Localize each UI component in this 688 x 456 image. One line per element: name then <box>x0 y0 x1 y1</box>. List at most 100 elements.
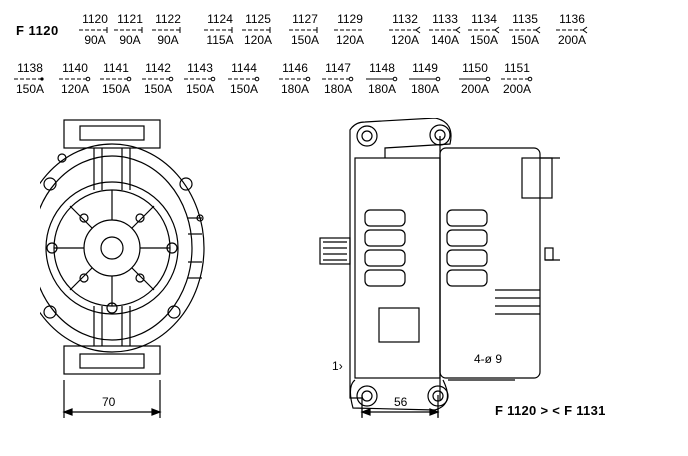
amperage: 150A <box>469 33 499 47</box>
side-view-drawing <box>319 118 560 418</box>
solid-circle-marker-icon <box>362 75 402 83</box>
terminal-stud <box>544 247 554 261</box>
mount-spacing-dimension: 56 <box>394 395 408 409</box>
part-number: 1133 <box>432 12 458 26</box>
variant-entry: 1148 180A <box>362 62 402 96</box>
amperage: 120A <box>243 33 273 47</box>
amperage: 150A <box>229 82 259 96</box>
amperage: 200A <box>460 82 490 96</box>
dash-circle-marker-icon <box>318 75 358 83</box>
callout-number: 1› <box>332 359 343 373</box>
dash-chevron-marker-icon <box>385 26 425 34</box>
dash-circle-marker-icon <box>180 75 220 83</box>
part-number: 1144 <box>231 61 257 75</box>
solid-circle-marker-icon <box>455 75 495 83</box>
amperage: 120A <box>390 33 420 47</box>
variant-entry: 1129 120A <box>330 13 370 47</box>
dash-tick-marker-icon <box>75 26 115 34</box>
amperage: 150A <box>510 33 540 47</box>
amperage: 90A <box>119 33 141 47</box>
part-number: 1122 <box>155 12 181 26</box>
front-housing <box>354 157 441 379</box>
rear-housing <box>439 147 541 379</box>
amperage: 90A <box>84 33 106 47</box>
callout-text: 1 <box>332 359 339 373</box>
dash-circle-marker-icon <box>96 75 136 83</box>
part-number: 1141 <box>103 61 129 75</box>
amperage: 180A <box>410 82 440 96</box>
hub <box>83 219 141 277</box>
part-number: 1142 <box>145 61 171 75</box>
dash-dot-marker-icon <box>10 75 50 83</box>
variant-entry: 1146 180A <box>275 62 315 96</box>
amperage: 150A <box>143 82 173 96</box>
part-number: 1124 <box>207 12 233 26</box>
outer-housing <box>40 143 205 353</box>
top-ear-left <box>356 125 378 147</box>
part-number: 1150 <box>462 61 488 75</box>
part-number: 1146 <box>282 61 308 75</box>
pulley-shaft <box>319 237 351 265</box>
amperage: 120A <box>335 33 365 47</box>
variant-entry: 1142 150A <box>138 62 178 96</box>
variant-entry: 1151 200A <box>497 62 537 96</box>
variant-entry: 1132 120A <box>385 13 425 47</box>
bottom-mount-slot <box>79 353 145 369</box>
amperage: 140A <box>430 33 460 47</box>
amperage: 150A <box>290 33 320 47</box>
bottom-mount <box>63 345 161 375</box>
amperage: 120A <box>60 82 90 96</box>
amperage: 200A <box>502 82 532 96</box>
side-dimension-line <box>360 395 440 417</box>
amperage: 180A <box>323 82 353 96</box>
amperage: 180A <box>280 82 310 96</box>
model-heading: F 1120 <box>16 23 59 38</box>
dash-circle-marker-icon <box>497 75 537 83</box>
amperage: 200A <box>557 33 587 47</box>
amperage: 150A <box>101 82 131 96</box>
top-mount-slot <box>79 125 145 141</box>
dash-circle-marker-icon <box>224 75 264 83</box>
part-number: 1134 <box>471 12 497 26</box>
dash-tick-marker-icon <box>285 26 325 34</box>
dash-tick-marker-icon <box>200 26 240 34</box>
part-number: 1148 <box>369 61 395 75</box>
dash-circle-marker-icon <box>55 75 95 83</box>
amperage: 115A <box>206 33 234 47</box>
solid-circle-marker-icon <box>405 75 445 83</box>
part-number: 1129 <box>337 12 363 26</box>
variant-entry: 1133 140A <box>425 13 465 47</box>
bottom-ear-left <box>356 385 378 407</box>
part-number: 1143 <box>187 61 213 75</box>
dash-tick-marker-icon <box>110 26 150 34</box>
variant-entry: 1136 200A <box>552 13 592 47</box>
part-number: 1135 <box>512 12 538 26</box>
part-number: 1136 <box>559 12 585 26</box>
amperage: 150A <box>15 82 45 96</box>
callout-arrow-icon: › <box>338 359 343 373</box>
front-width-dimension: 70 <box>102 395 116 409</box>
dash-marker-icon <box>330 26 370 34</box>
amperage: 180A <box>367 82 397 96</box>
variant-entry: 1124 115A <box>200 13 240 47</box>
variant-entry: 1141 150A <box>96 62 136 96</box>
part-number: 1151 <box>504 61 530 75</box>
dash-chevron-marker-icon <box>464 26 504 34</box>
front-view-drawing <box>40 119 205 418</box>
series-range-label: F 1120 > < F 1131 <box>495 403 606 418</box>
dash-circle-marker-icon <box>138 75 178 83</box>
dash-chevron-marker-icon <box>425 26 465 34</box>
dash-chevron-marker-icon <box>505 26 545 34</box>
dash-tick-marker-icon <box>238 26 278 34</box>
dash-circle-marker-icon <box>275 75 315 83</box>
part-number: 1132 <box>392 12 418 26</box>
variant-entry: 1150 200A <box>455 62 495 96</box>
